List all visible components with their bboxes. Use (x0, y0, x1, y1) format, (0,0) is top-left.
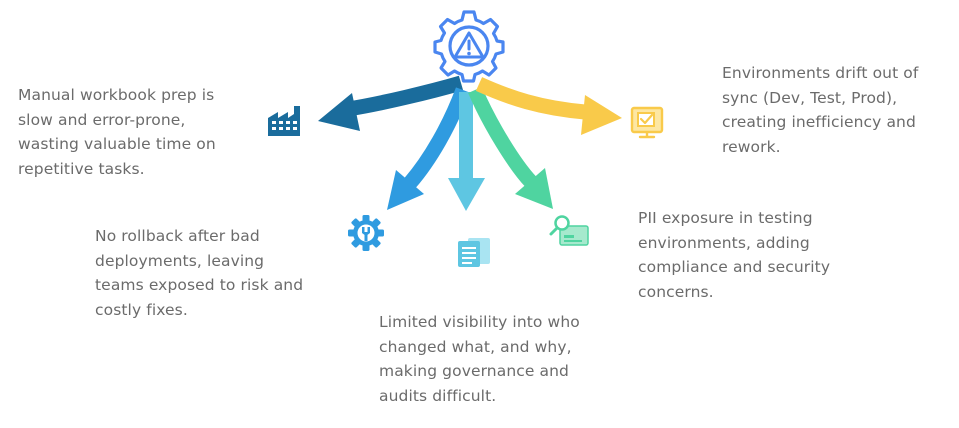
arrow-down (448, 92, 485, 211)
documents-icon (458, 238, 490, 267)
gear-warning-icon (433, 10, 505, 83)
factory-icon (268, 106, 300, 136)
arrow-down-right (468, 87, 553, 209)
monitor-check-icon (630, 106, 664, 139)
gear-wrench-icon (348, 215, 384, 251)
point-no-rollback: No rollback after bad deployments, leavi… (95, 227, 304, 319)
point-environment-drift: Environments drift out of sync (Dev, Tes… (722, 64, 919, 156)
point-manual-workbook: Manual workbook prep is slow and error-p… (18, 86, 216, 178)
arrow-left (318, 75, 464, 131)
arrow-down-left (387, 87, 471, 210)
point-pii-exposure: PII exposure in testing environments, ad… (638, 209, 831, 301)
arrow-right (475, 77, 622, 135)
id-card-search-icon (549, 215, 589, 246)
point-limited-visibility: Limited visibility into who changed what… (379, 313, 580, 405)
